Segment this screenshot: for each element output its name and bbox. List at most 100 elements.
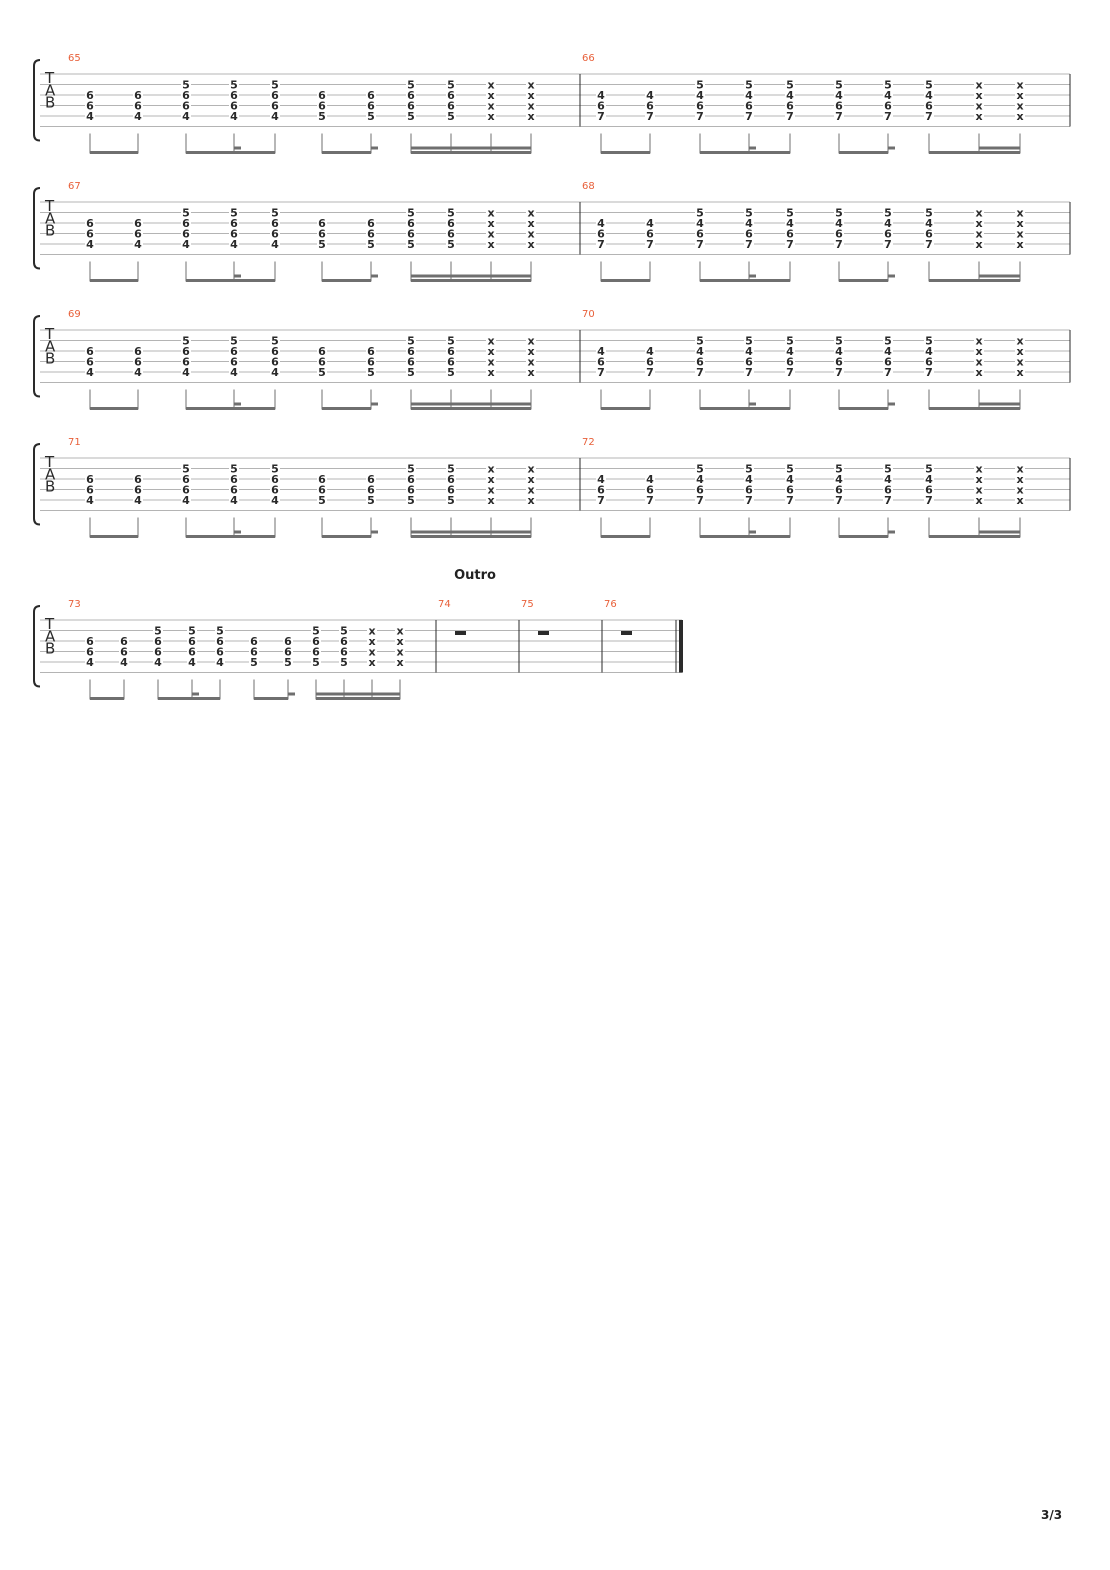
fret-mask	[133, 474, 143, 484]
fret-number: 6	[884, 228, 892, 241]
fret-mask	[834, 463, 844, 474]
fret-mask	[486, 356, 496, 367]
fret-number: 7	[745, 494, 753, 507]
beam	[186, 151, 275, 154]
fret-number: 5	[884, 463, 892, 476]
fret-mask	[744, 495, 754, 505]
fret-mask	[695, 367, 705, 377]
fret-mask	[446, 100, 456, 111]
fret-number: 4	[216, 656, 224, 669]
fret-mask	[596, 218, 606, 228]
fret-mask	[133, 111, 143, 121]
fret-number: 6	[284, 646, 292, 659]
fret-mask	[229, 367, 239, 377]
fret-mask	[85, 495, 95, 505]
fret-mask	[486, 495, 496, 505]
fret-number: 5	[786, 463, 794, 476]
fret-number: 4	[786, 89, 794, 102]
fret-mask	[486, 79, 496, 90]
beam-secondary	[979, 402, 1020, 406]
fret-mask	[406, 79, 416, 90]
chord: 467	[645, 473, 655, 507]
fret-mask	[85, 218, 95, 228]
fret-number: 5	[835, 79, 843, 92]
fret-mask	[270, 356, 280, 367]
fret-number: 7	[835, 494, 843, 507]
fret-mask	[695, 495, 705, 505]
fret-mask	[526, 79, 536, 90]
fret-mask	[1015, 90, 1025, 100]
fret-mask	[486, 463, 496, 474]
fret-number: 6	[367, 484, 375, 497]
fret-number: 5	[884, 207, 892, 220]
fret-number: 6	[925, 228, 933, 241]
fret-number: 6	[134, 345, 142, 358]
dead-note: x	[975, 207, 982, 220]
fret-number: 5	[696, 463, 704, 476]
fret-number: 7	[646, 238, 654, 251]
fret-mask	[974, 79, 984, 90]
fret-mask	[924, 239, 934, 249]
fret-mask	[785, 335, 795, 346]
fret-mask	[486, 90, 496, 100]
dead-note: x	[527, 366, 534, 379]
fret-number: 4	[884, 89, 892, 102]
fret-number: 5	[407, 494, 415, 507]
beam-fragment	[749, 530, 756, 534]
fret-number: 5	[835, 207, 843, 220]
dead-note: x	[396, 656, 403, 669]
fret-mask	[526, 463, 536, 474]
fret-number: 6	[318, 228, 326, 241]
fret-number: 5	[318, 366, 326, 379]
fret-mask	[181, 111, 191, 121]
fret-number: 6	[696, 100, 704, 113]
fret-number: 5	[884, 79, 892, 92]
fret-mask	[526, 207, 536, 218]
fret-mask	[596, 90, 606, 100]
fret-number: 6	[925, 356, 933, 369]
fret-mask	[229, 346, 239, 356]
bar-number: 76	[604, 599, 617, 610]
fret-mask	[1015, 495, 1025, 505]
fret-mask	[406, 367, 416, 377]
fret-mask	[366, 495, 376, 505]
dead-note: x	[527, 238, 534, 251]
fret-number: 6	[250, 635, 258, 648]
fret-number: 6	[367, 228, 375, 241]
fret-number: 5	[447, 335, 455, 348]
fret-mask	[924, 90, 934, 100]
fret-mask	[270, 207, 280, 218]
beam	[90, 279, 138, 282]
chord: 664	[85, 217, 95, 251]
dead-note: x	[487, 473, 494, 486]
fret-number: 6	[271, 484, 279, 497]
fret-mask	[85, 356, 95, 367]
beam-fragment	[749, 274, 756, 278]
dead-note: x	[975, 79, 982, 92]
fret-mask	[645, 239, 655, 249]
fret-mask	[924, 367, 934, 377]
fret-mask	[339, 625, 349, 636]
fret-mask	[883, 356, 893, 367]
fret-mask	[834, 218, 844, 228]
fret-mask	[744, 218, 754, 228]
beam	[929, 407, 1020, 410]
fret-mask	[526, 111, 536, 121]
fret-number: 6	[271, 217, 279, 230]
fret-number: 6	[216, 635, 224, 648]
fret-number: 4	[134, 494, 142, 507]
fret-mask	[85, 111, 95, 121]
fret-number: 6	[182, 345, 190, 358]
fret-number: 4	[884, 473, 892, 486]
